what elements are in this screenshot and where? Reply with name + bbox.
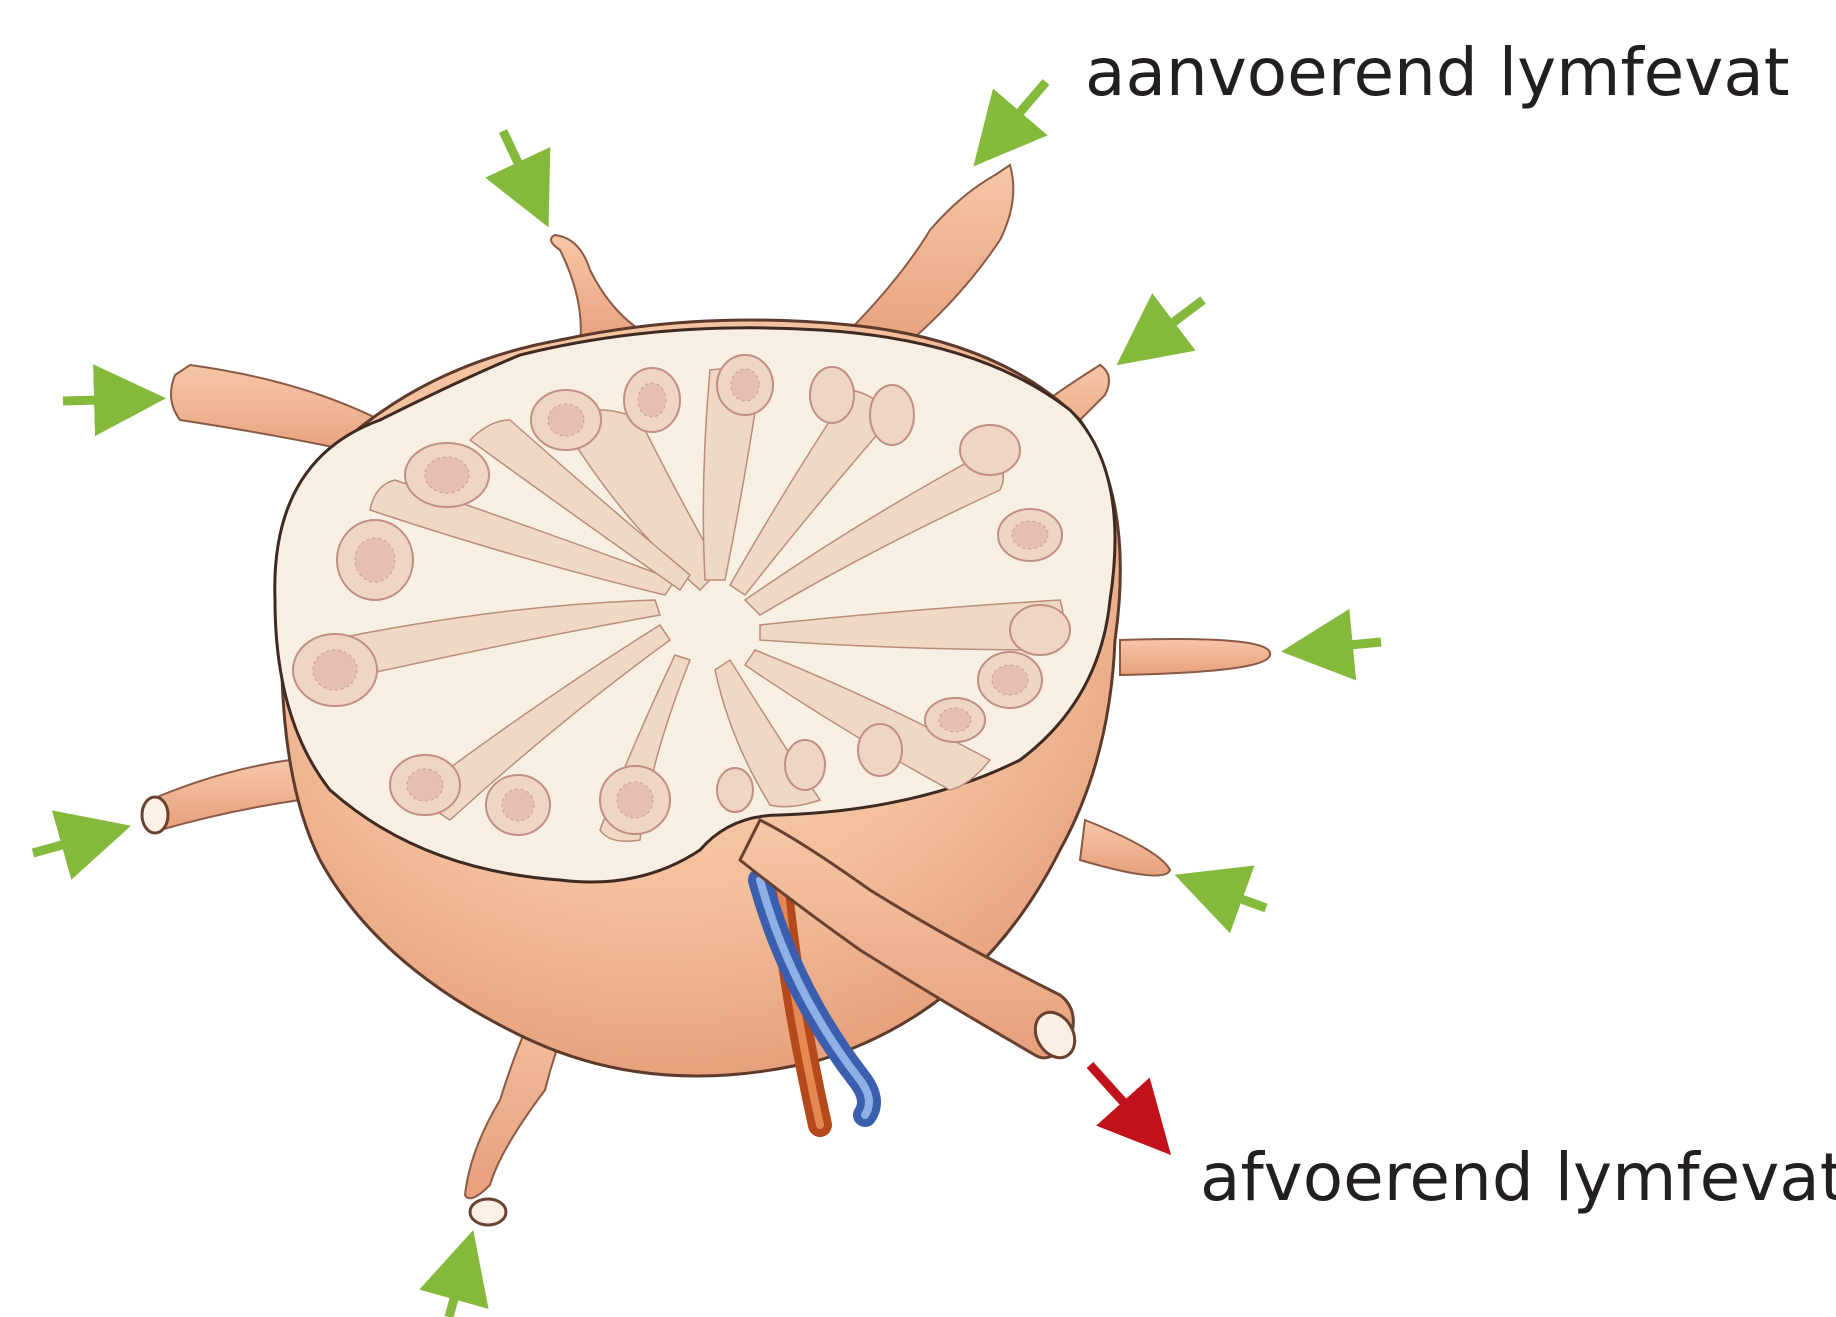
germinal-centre	[502, 789, 534, 821]
afferent-vessel-right-lower	[1080, 820, 1170, 876]
vessel-opening-left-lower	[142, 797, 168, 833]
follicle	[1010, 605, 1070, 655]
afferent-arrow	[503, 131, 537, 203]
afferent-arrow	[1308, 642, 1381, 649]
follicle	[717, 768, 753, 812]
germinal-centre	[992, 665, 1028, 695]
follicle	[810, 367, 854, 423]
afferent-arrow	[33, 833, 105, 853]
afferent-vessel-top-right	[840, 165, 1013, 350]
germinal-centre	[548, 404, 584, 436]
follicle	[960, 425, 1020, 475]
efferent-label: afvoerend lymfevat	[1200, 1139, 1836, 1216]
follicle	[870, 385, 914, 445]
follicle	[858, 724, 902, 776]
afferent-vessel-right	[1120, 639, 1270, 675]
germinal-centre	[1012, 521, 1048, 549]
germinal-centre	[425, 457, 469, 493]
vessel-opening-bottom	[470, 1199, 506, 1225]
afferent-arrow	[449, 1256, 466, 1317]
germinal-centre	[313, 650, 357, 690]
germinal-centre	[407, 769, 443, 801]
germinal-centre	[939, 708, 971, 732]
afferent-vessel-left-lower	[147, 760, 300, 830]
afferent-arrow	[1138, 300, 1203, 349]
efferent-arrow	[1090, 1065, 1153, 1135]
germinal-centre	[617, 782, 653, 818]
afferent-arrow	[991, 82, 1046, 146]
germinal-centre	[638, 383, 666, 417]
follicle	[785, 740, 825, 790]
germinal-centre	[731, 369, 759, 401]
afferent-arrow	[1200, 884, 1266, 908]
afferent-arrow	[63, 399, 139, 401]
germinal-centre	[355, 538, 395, 582]
afferent-label: aanvoerend lymfevat	[1085, 34, 1790, 111]
